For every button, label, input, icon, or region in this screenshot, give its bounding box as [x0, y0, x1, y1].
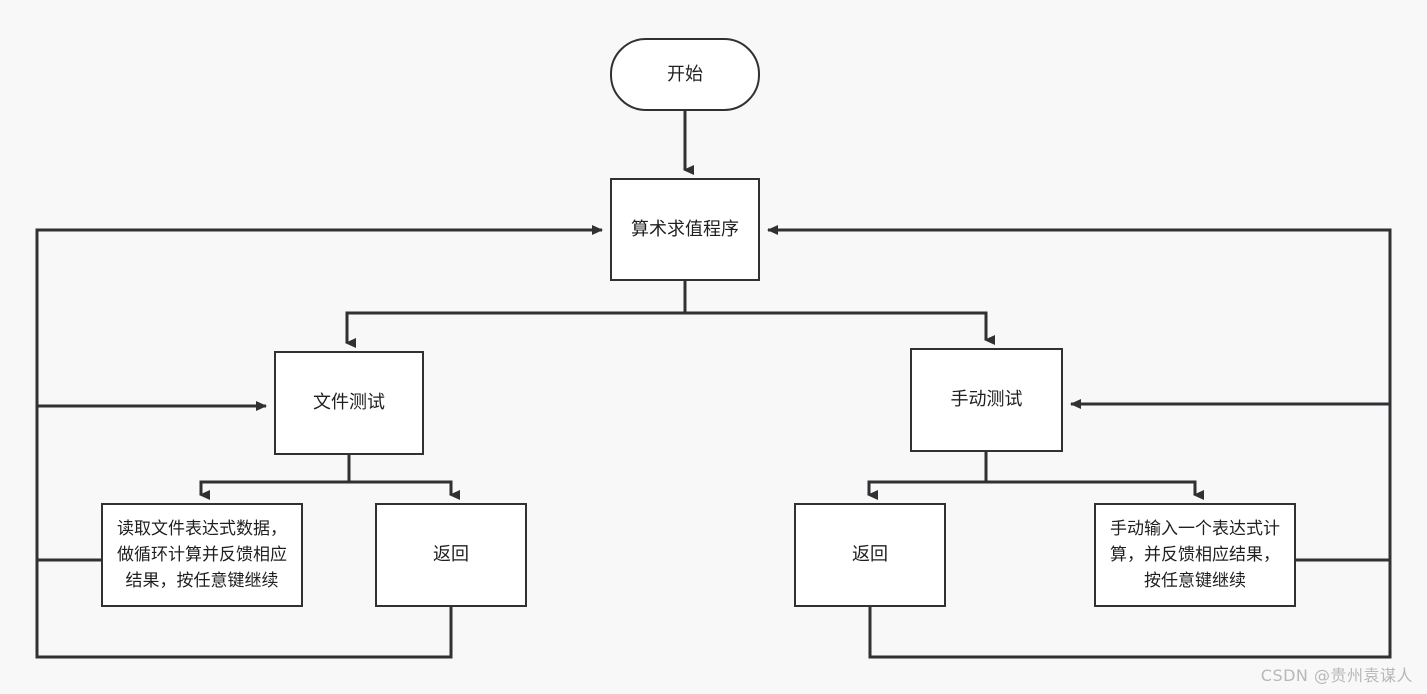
node-read-file-expressions-label: 读取文件表达式数据，做循环计算并反馈相应结果，按任意键继续	[117, 519, 287, 591]
edge-main-to-manual	[685, 311, 995, 345]
node-return-left-label: 返回	[433, 544, 469, 565]
edge-manual-to-input	[986, 480, 1204, 500]
node-arithmetic-evaluator[interactable]: 算术求值程序	[610, 178, 760, 281]
node-manual-input-expression-label: 手动输入一个表达式计算，并反馈相应结果，按任意键继续	[1110, 519, 1280, 591]
edge-main-to-file	[345, 311, 685, 348]
node-start[interactable]: 开始	[610, 38, 760, 111]
node-file-test-label: 文件测试	[313, 392, 385, 413]
node-manual-input-expression[interactable]: 手动输入一个表达式计算，并反馈相应结果，按任意键继续	[1094, 503, 1296, 607]
node-read-file-expressions[interactable]: 读取文件表达式数据，做循环计算并反馈相应结果，按任意键继续	[101, 503, 303, 607]
node-arithmetic-evaluator-label: 算术求值程序	[631, 218, 739, 240]
node-file-test[interactable]: 文件测试	[274, 351, 424, 455]
edge-file-to-return-left	[349, 480, 460, 500]
edge-file-to-readfile	[199, 480, 349, 500]
edge-manual-to-return-right	[867, 480, 986, 500]
watermark: CSDN @贵州袁谋人	[1260, 666, 1413, 685]
node-return-left[interactable]: 返回	[375, 503, 527, 607]
node-return-right[interactable]: 返回	[794, 503, 946, 607]
node-manual-test-label: 手动测试	[950, 389, 1023, 410]
node-manual-test[interactable]: 手动测试	[910, 348, 1063, 452]
node-start-label: 开始	[667, 63, 703, 85]
node-return-right-label: 返回	[852, 544, 888, 565]
